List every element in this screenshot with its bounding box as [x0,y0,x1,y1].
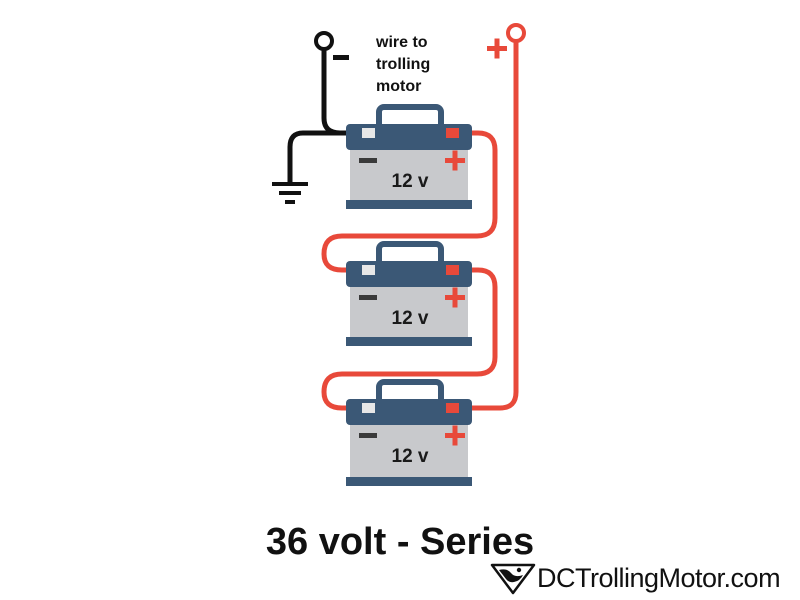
wire-label-line-3: motor [376,78,422,95]
positive-terminal [446,403,459,413]
negative-terminal [362,128,375,138]
wire-to-motor-label: wire to trolling motor [376,32,430,98]
brand-logo-icon [490,563,536,595]
negative-terminal-icon [359,295,377,300]
positive-wires [321,39,519,411]
battery-base [346,200,472,209]
battery-base [346,477,472,486]
negative-terminal-icon [359,433,377,438]
negative-lead-wire [321,47,375,136]
battery-2-voltage: 12 v [391,308,429,329]
wire-label-line-2: trolling [376,56,431,73]
battery-lid [346,124,472,150]
positive-terminal [446,265,459,275]
negative-terminal-icon [359,158,377,163]
positive-lead-wire [453,39,519,411]
ground-icon [272,182,308,204]
diagram-title: 36 volt - Series [265,521,535,563]
positive-terminal-icon [445,150,465,171]
negative-wires [287,47,375,185]
battery-1 [346,104,472,209]
battery-3 [346,379,472,486]
battery-3-voltage: 12 v [391,446,429,467]
ground-wire [287,130,343,185]
series-link-1-2 [321,130,498,273]
negative-terminal [362,265,375,275]
battery-1-voltage: 12 v [391,171,429,192]
battery-base [346,337,472,346]
negative-terminal [362,403,375,413]
positive-wire-end-ring [506,23,526,43]
negative-wire-sign-icon [333,55,349,60]
wire-label-line-1: wire to [376,34,428,51]
battery-lid [346,261,472,287]
positive-wire-sign-icon [487,38,507,59]
brand-website[interactable]: DCTrollingMotor.com [537,563,781,593]
series-link-2-3 [321,267,498,411]
positive-terminal [446,128,459,138]
battery-lid [346,399,472,425]
battery-2 [346,241,472,346]
positive-terminal-icon [445,425,465,446]
positive-terminal-icon [445,287,465,308]
negative-wire-end-ring [314,31,334,51]
